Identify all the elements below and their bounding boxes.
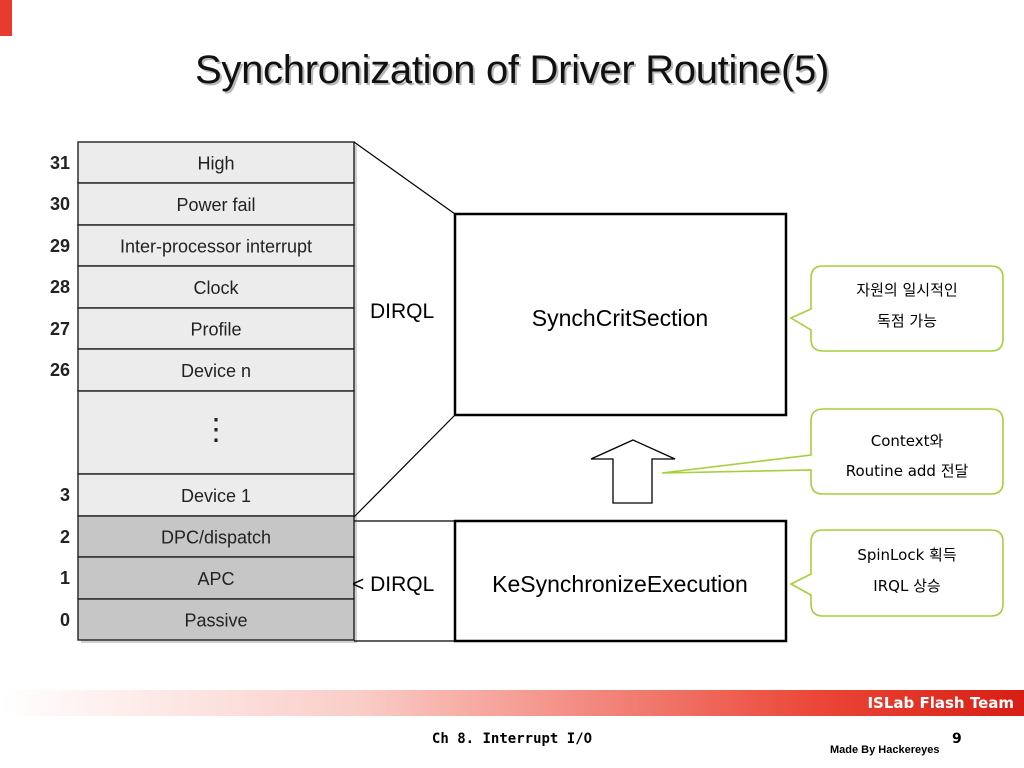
callout-resource-exclusive-line2: 독점 가능 xyxy=(877,312,937,330)
slide-title: Synchronization of Driver Routine(5) xyxy=(195,48,829,92)
irql-level-number: 3 xyxy=(60,485,70,505)
up-arrow-icon xyxy=(590,439,676,504)
irql-level-number: 27 xyxy=(50,319,70,339)
irql-level-number: 31 xyxy=(50,153,70,173)
irql-level-row xyxy=(77,141,355,184)
callout-spinlock xyxy=(789,529,1004,617)
irql-level-row xyxy=(77,348,355,392)
connector-mid xyxy=(353,414,456,518)
synch-crit-section-box xyxy=(453,212,788,417)
callout-resource-exclusive-line1: 자원의 일시적인 xyxy=(856,281,957,299)
irql-level-number: 30 xyxy=(50,194,70,214)
irql-level-label: Passive xyxy=(184,611,247,631)
irql-level-row xyxy=(77,307,355,350)
callout-spinlock-line2: IRQL 상승 xyxy=(873,577,940,595)
irql-level-label: Profile xyxy=(190,320,241,340)
callout-context-routine-line2: Routine add 전달 xyxy=(846,462,969,480)
irql-level-number: 28 xyxy=(50,277,70,297)
irql-level-label: Clock xyxy=(193,278,239,298)
irql-level-row xyxy=(77,182,355,226)
below-dirql-label: < DIRQL xyxy=(352,573,434,596)
dirql-label: DIRQL xyxy=(370,300,434,323)
irql-level-row xyxy=(77,265,355,309)
irql-level-number: 2 xyxy=(60,527,70,547)
irql-level-label: APC xyxy=(197,569,234,589)
page-number: 9 xyxy=(952,731,962,747)
irql-level-row xyxy=(77,515,355,558)
callout-resource-exclusive xyxy=(789,265,1004,352)
irql-level-number: 26 xyxy=(50,360,70,380)
irql-level-label: ⋮ xyxy=(201,414,231,447)
irql-level-row xyxy=(77,556,355,600)
callout-spinlock-line1: SpinLock 획득 xyxy=(857,546,956,564)
callout-context-routine xyxy=(661,408,1004,495)
irql-level-row xyxy=(77,473,355,517)
irql-level-number: 1 xyxy=(60,568,70,588)
irql-level-label: DPC/dispatch xyxy=(161,528,271,548)
irql-level-label: Inter-processor interrupt xyxy=(120,237,312,257)
irql-level-label: High xyxy=(197,154,234,174)
footer-chapter: Ch 8. Interrupt I/O xyxy=(431,731,593,747)
irql-level-row xyxy=(77,598,355,641)
synch-crit-section-label: SynchCritSection xyxy=(532,305,708,331)
irql-level-row xyxy=(77,390,355,475)
irql-level-label: Power fail xyxy=(176,195,255,215)
ke-synchronize-execution-box xyxy=(453,519,788,643)
connector-top xyxy=(353,141,456,215)
irql-level-number: 0 xyxy=(60,610,70,630)
irql-level-number: 29 xyxy=(50,236,70,256)
footer-author: Made By Hackereyes xyxy=(830,744,940,756)
corner-accent-mark xyxy=(0,0,12,36)
footer-gradient-bar xyxy=(0,690,1024,716)
footer-team-name: ISLab Flash Team xyxy=(867,694,1014,712)
ke-synchronize-execution-label: KeSynchronizeExecution xyxy=(492,571,748,597)
irql-level-label: Device 1 xyxy=(181,486,251,506)
callout-context-routine-line1: Context와 xyxy=(871,432,944,450)
irql-level-label: Device n xyxy=(181,361,251,381)
